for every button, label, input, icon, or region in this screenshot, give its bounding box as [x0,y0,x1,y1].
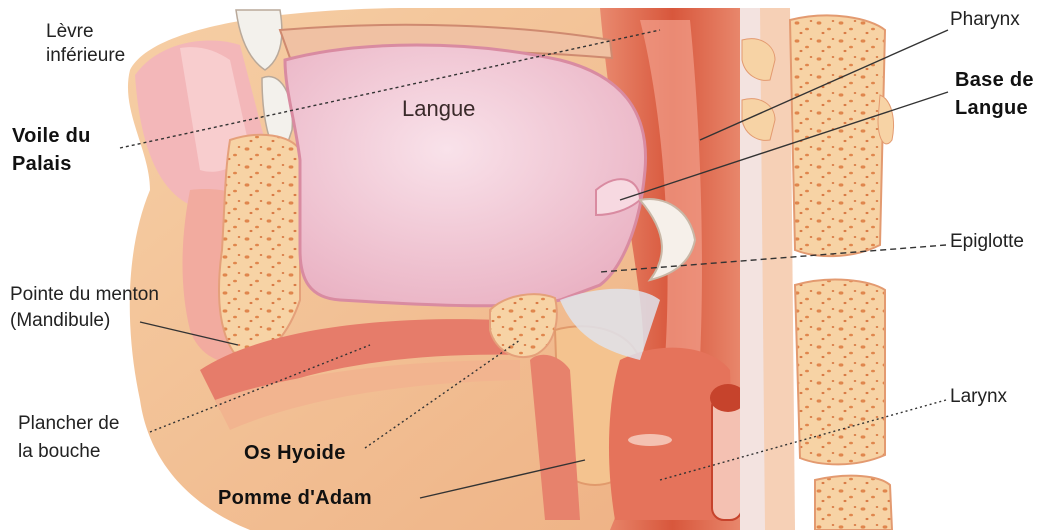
label-base-de-langue: Base de Langue [955,66,1034,122]
label-pharynx: Pharynx [950,8,1020,32]
vertebra-3 [815,476,892,530]
label-larynx: Larynx [950,385,1007,409]
label-levre-inferieure: Lèvre inférieure [46,20,125,68]
vertebra-2 [795,280,885,465]
mandible-bone [219,135,300,360]
label-os-hyoide: Os Hyoide [244,441,346,465]
label-pomme-d-adam: Pomme d'Adam [218,486,372,510]
label-langue: Langue [402,97,475,121]
label-epiglotte: Epiglotte [950,230,1024,254]
label-voile-du-palais: Voile du Palais [12,122,91,178]
label-plancher-de-la-bouche: Plancher de la bouche [18,410,119,466]
label-pointe-du-menton: Pointe du menton (Mandibule) [10,282,159,334]
vertebra-1 [790,15,885,256]
tongue-body [285,45,646,306]
